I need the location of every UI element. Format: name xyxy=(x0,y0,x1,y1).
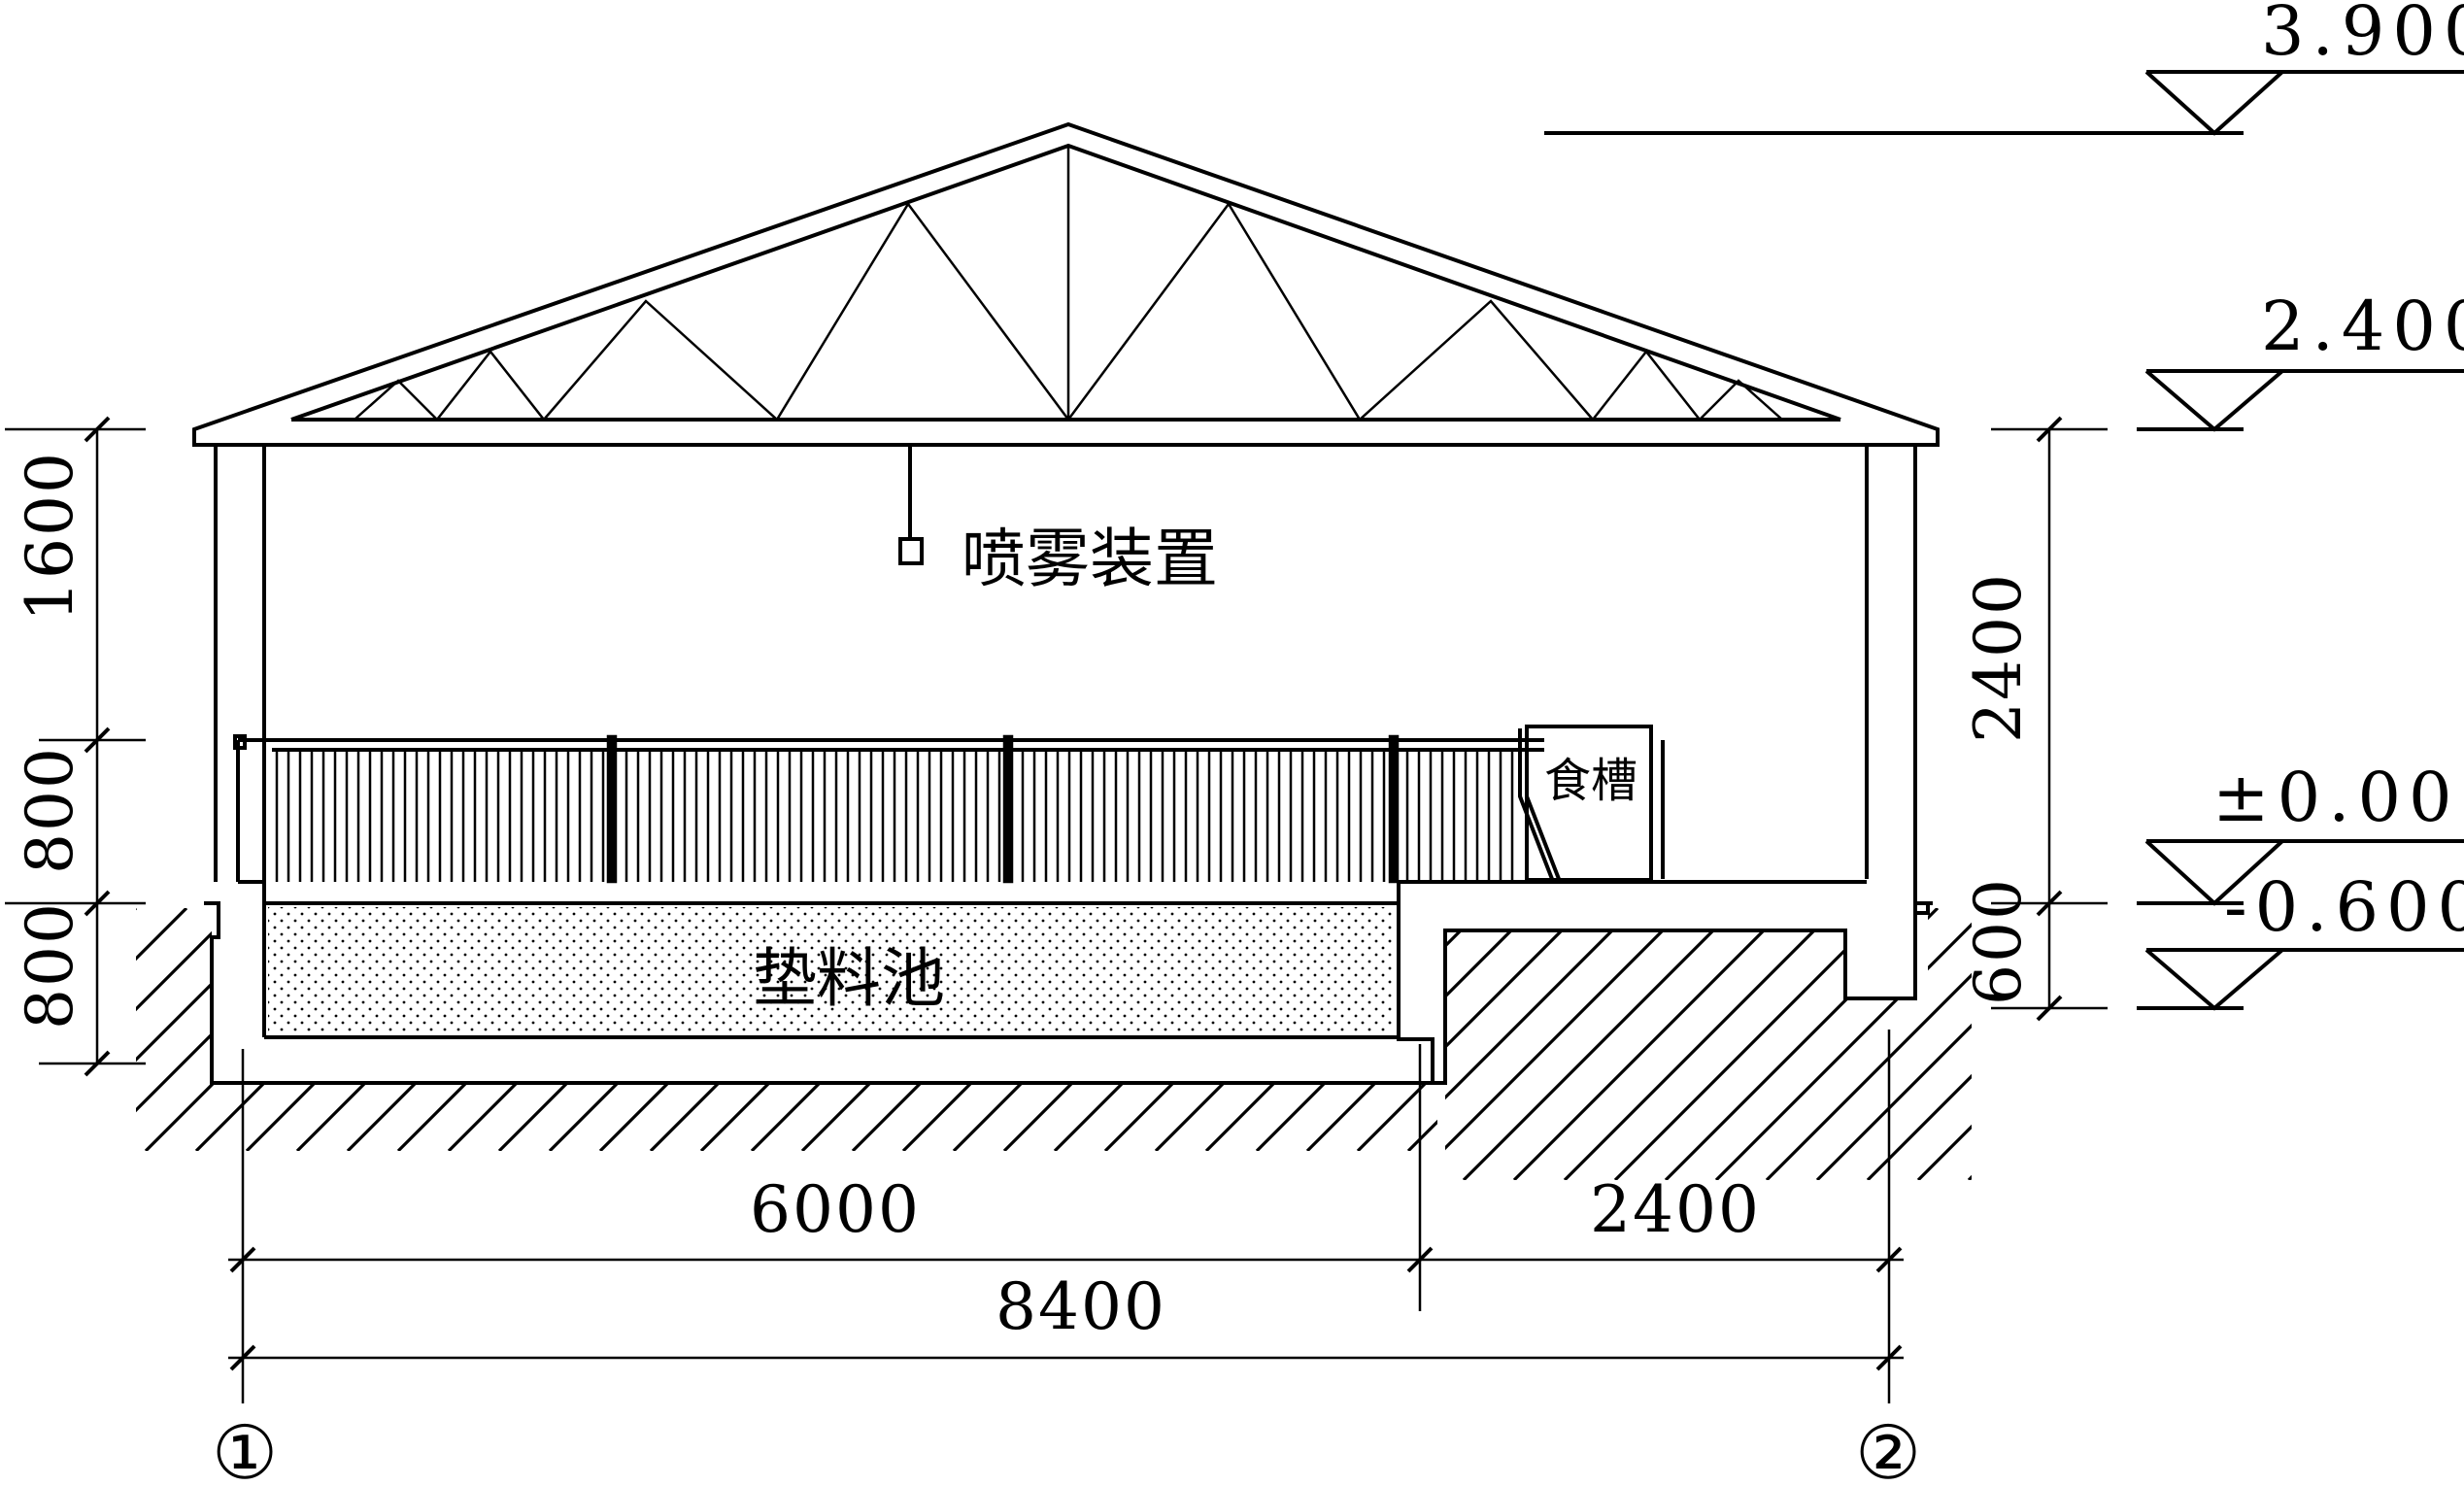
dim-left-800-upper: 800 xyxy=(13,746,87,874)
axis-1: ① xyxy=(212,1409,278,1486)
hatch-line xyxy=(1815,908,1972,1180)
dim-bottom-2400: 2400 xyxy=(1590,1172,1761,1247)
level-3900: 3.900 xyxy=(2261,0,2464,71)
hatch-line xyxy=(136,908,188,1151)
dim-bottom-6000: 6000 xyxy=(750,1172,921,1247)
dim-right-600: 600 xyxy=(1961,877,2036,1005)
feed-trough: 食槽 xyxy=(1518,725,1665,882)
spray-label: 喷雾装置 xyxy=(962,522,1218,596)
hatch-line xyxy=(1866,908,1972,1180)
hatch-line xyxy=(1512,908,1788,1180)
pit-label: 垫料池 xyxy=(753,941,945,1016)
fence xyxy=(233,734,1544,884)
level-2400: 2.400 xyxy=(2261,287,2464,366)
level-markers: 3.900 2.400 ±0.000 -0.600 xyxy=(1544,0,2464,1011)
axis-2: ② xyxy=(1855,1409,1921,1486)
hatch-line xyxy=(1714,908,1972,1180)
roof-outline xyxy=(192,121,1940,447)
hatch-line xyxy=(1613,908,1889,1180)
hatch-line xyxy=(1356,908,1437,1151)
hatch-line xyxy=(1916,908,1972,1180)
roof xyxy=(192,121,1940,447)
dim-bottom-8400: 8400 xyxy=(996,1269,1166,1344)
hatch-line xyxy=(1445,908,1536,1180)
spray-device: 喷雾装置 xyxy=(898,445,1218,596)
bottom-dimensions: 6000 2400 8400 xyxy=(228,1030,1904,1403)
roof-inner-chord xyxy=(290,143,1841,422)
hatch-line xyxy=(1765,908,1972,1180)
hatch-line xyxy=(1462,908,1738,1180)
dim-left-1600: 1600 xyxy=(13,451,87,622)
fence-post xyxy=(606,734,618,884)
level-minus-0600: -0.600 xyxy=(2224,867,2464,947)
trough-label: 食槽 xyxy=(1544,754,1637,808)
dim-left-800-lower: 800 xyxy=(13,901,87,1030)
fence-post xyxy=(1388,734,1400,884)
hatch-line xyxy=(1445,908,1637,1180)
hatch-line xyxy=(1445,908,1687,1180)
axis-markers: ① ② xyxy=(212,1409,1921,1486)
left-dimensions: 1600 800 800 xyxy=(5,416,146,1077)
hatch-line xyxy=(136,908,239,1151)
dim-right-2400: 2400 xyxy=(1961,572,2036,743)
earth-hatching-right xyxy=(1445,908,1972,1180)
level-0000: ±0.000 xyxy=(2212,758,2464,837)
pit-structure: 垫料池 xyxy=(204,880,1933,1085)
right-dimensions: 2400 600 xyxy=(1961,416,2108,1022)
hatch-line xyxy=(1563,908,1839,1180)
bedding-fill xyxy=(268,907,1395,1033)
hatch-line xyxy=(1664,908,1940,1180)
truss-web xyxy=(354,146,1783,422)
fence-post xyxy=(1002,734,1014,884)
hatch-line xyxy=(1445,908,1586,1180)
